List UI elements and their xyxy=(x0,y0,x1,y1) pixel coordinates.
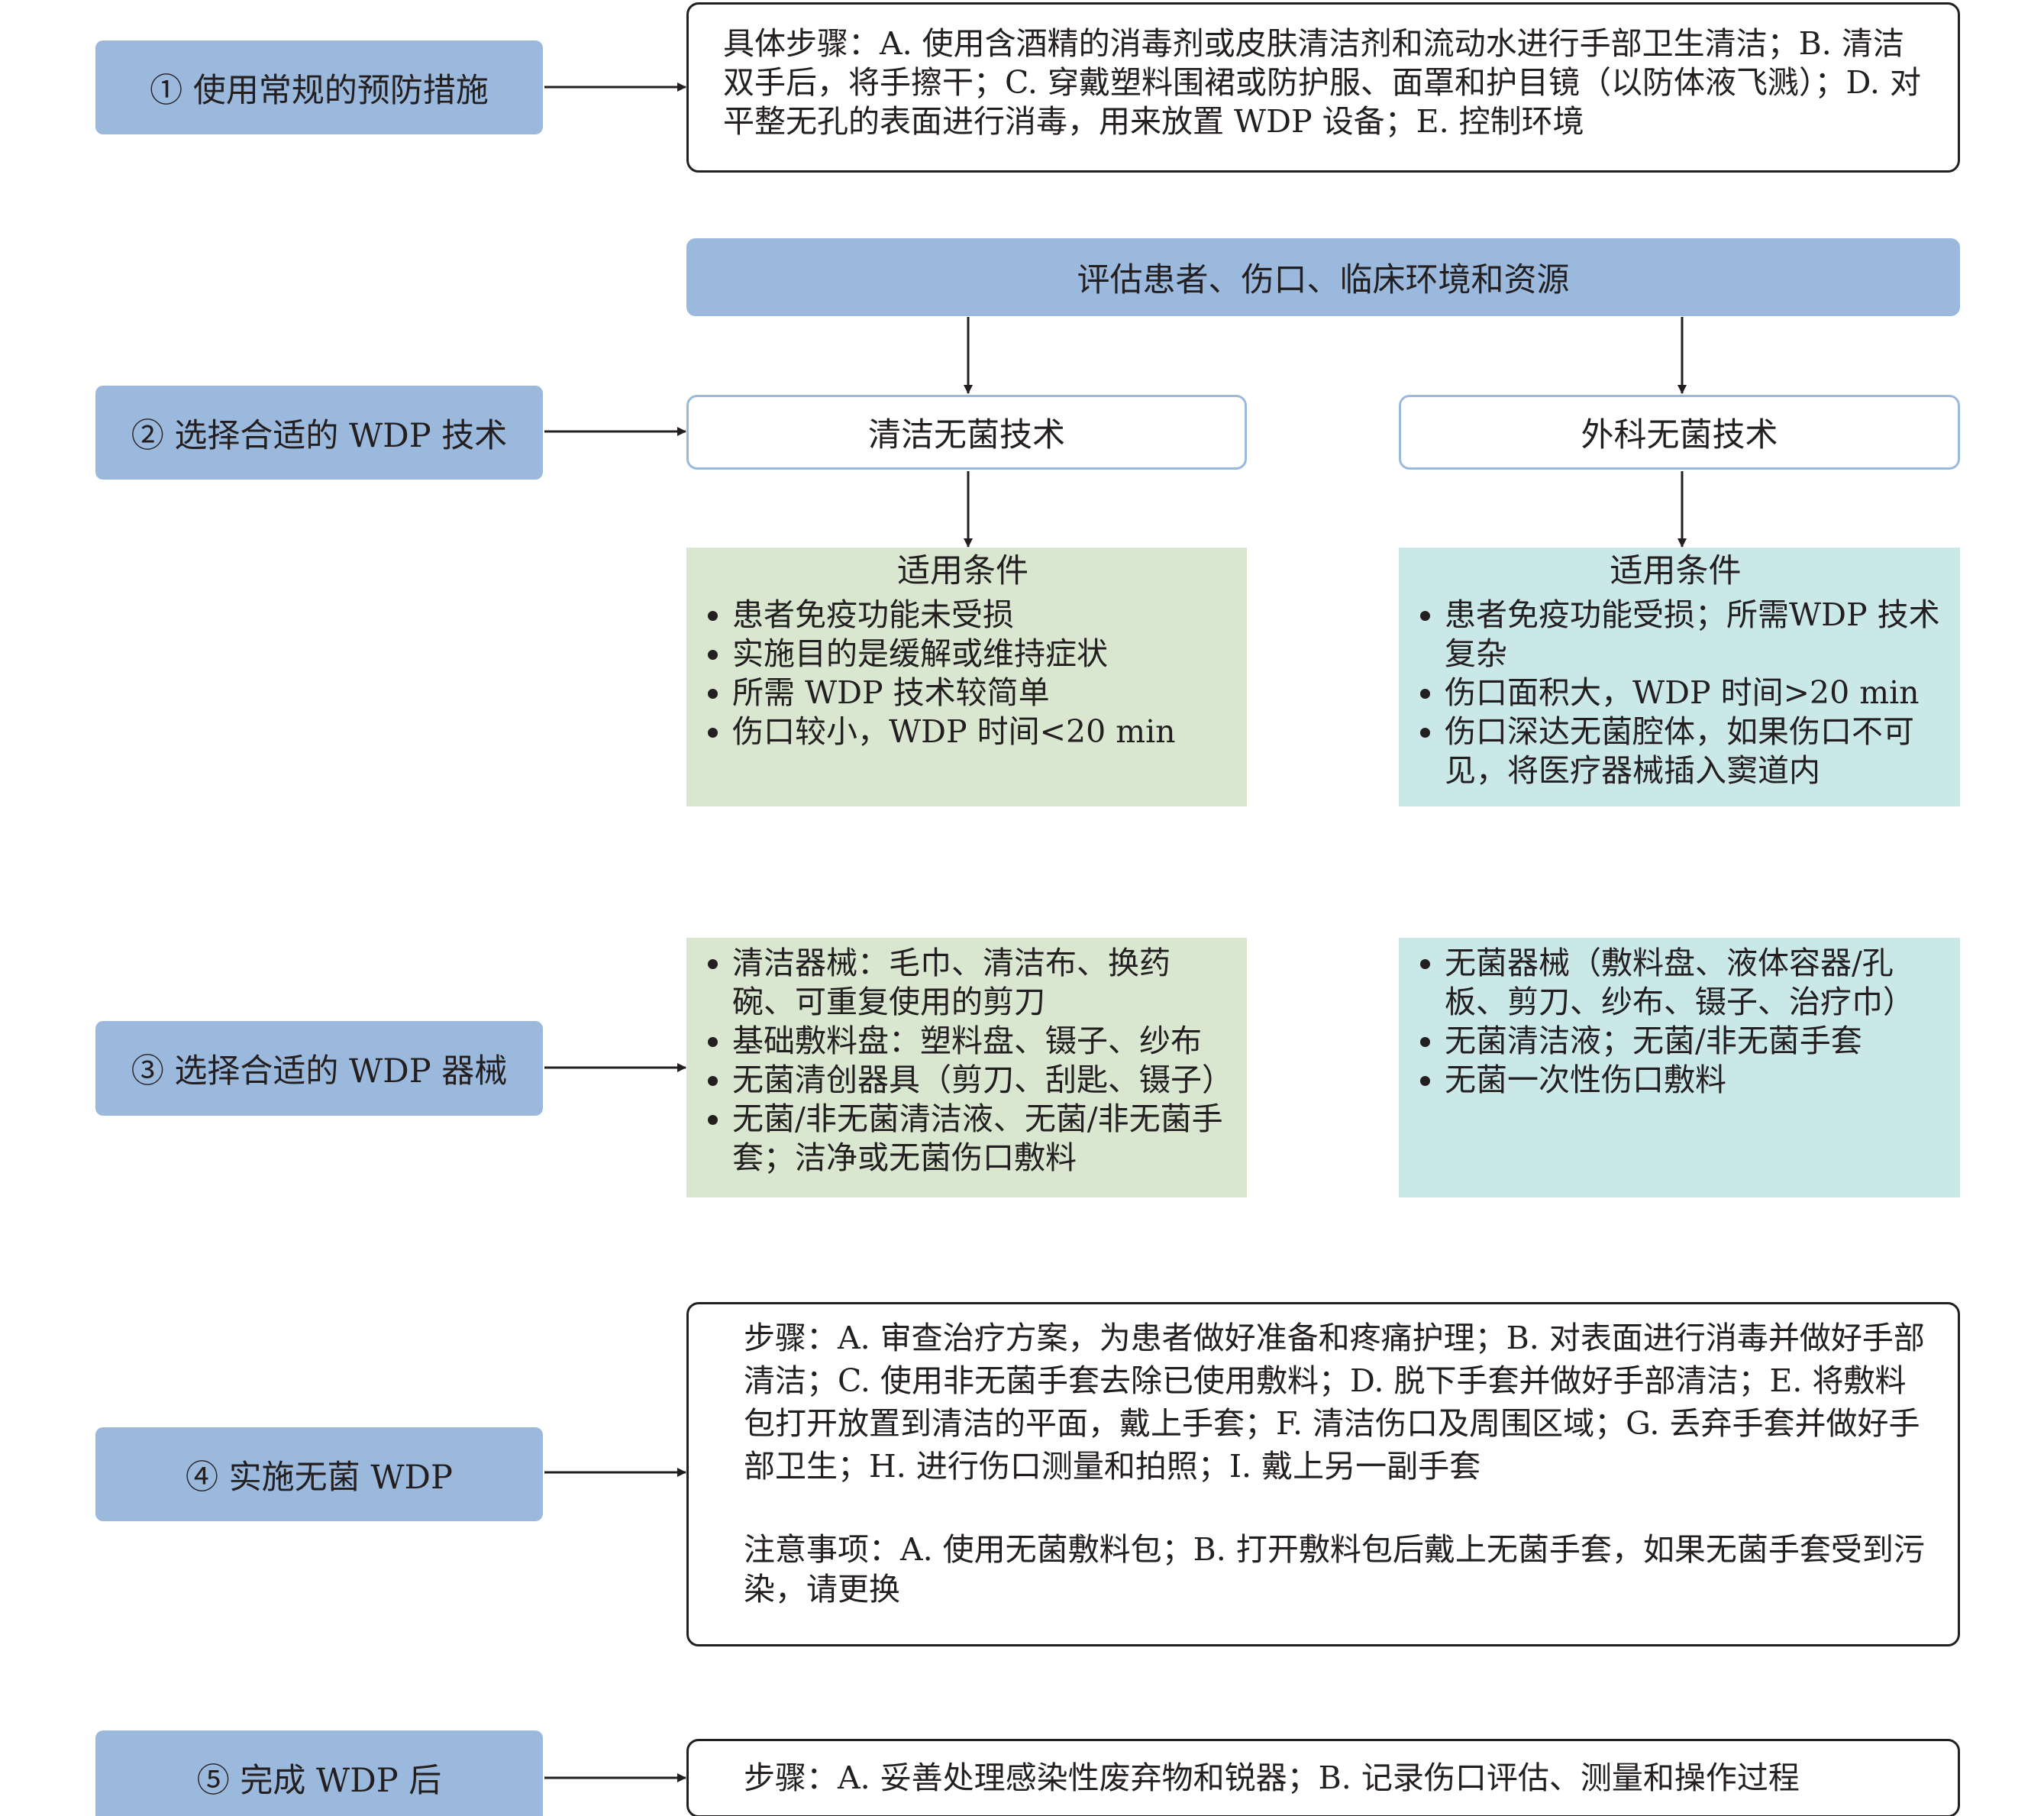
step-1-label: ① 使用常规的预防措施 xyxy=(95,40,543,134)
list-item: 无菌一次性伤口敷料 xyxy=(1445,1061,1907,1100)
list-item: 伤口深达无菌腔体，如果伤口不可见，将医疗器械插入窦道内 xyxy=(1445,713,1952,790)
step-5-detail-text: 步骤：A. 妥善处理感染性废弃物和锐器；B. 记录伤口评估、测量和操作过程 xyxy=(744,1759,1800,1796)
assessment-bar: 评估患者、伤口、临床环境和资源 xyxy=(686,238,1960,316)
clean-conditions-box: 适用条件 患者免疫功能未受损 实施目的是缓解或维持症状 所需 WDP 技术较简单… xyxy=(686,548,1247,806)
surgical-conditions-title: 适用条件 xyxy=(1610,552,1742,590)
list-item: 清洁器械：毛巾、清洁布、换药碗、可重复使用的剪刀 xyxy=(732,944,1230,1022)
clean-conditions-title: 适用条件 xyxy=(897,552,1028,590)
surgical-conditions-box: 适用条件 患者免疫功能受损；所需WDP 技术复杂 伤口面积大，WDP 时间>20… xyxy=(1399,548,1960,806)
clean-aseptic-technique-box: 清洁无菌技术 xyxy=(686,395,1247,470)
list-item: 患者免疫功能受损；所需WDP 技术复杂 xyxy=(1445,596,1952,674)
surgical-conditions-list: 患者免疫功能受损；所需WDP 技术复杂 伤口面积大，WDP 时间>20 min … xyxy=(1399,596,1952,790)
list-item: 实施目的是缓解或维持症状 xyxy=(732,635,1239,674)
surgical-equipment-box: 无菌器械（敷料盘、液体容器/孔板、剪刀、纱布、镊子、治疗巾） 无菌清洁液；无菌/… xyxy=(1399,938,1960,1197)
list-item: 无菌清洁液；无菌/非无菌手套 xyxy=(1445,1022,1907,1061)
step-4-notes-text: 注意事项：A. 使用无菌敷料包；B. 打开敷料包后戴上无菌手套，如果无菌手套受到… xyxy=(744,1531,1925,1608)
list-item: 无菌/非无菌清洁液、无菌/非无菌手套；洁净或无菌伤口敷料 xyxy=(732,1100,1230,1178)
surgical-aseptic-technique-box: 外科无菌技术 xyxy=(1399,395,1960,470)
list-item: 无菌器械（敷料盘、液体容器/孔板、剪刀、纱布、镊子、治疗巾） xyxy=(1445,944,1914,1022)
step-4-steps-text: 步骤：A. 审查治疗方案，为患者做好准备和疼痛护理；B. 对表面进行消毒并做好手… xyxy=(744,1320,1925,1485)
step-5-label: ⑤ 完成 WDP 后 xyxy=(95,1730,543,1816)
list-item: 伤口面积大，WDP 时间>20 min xyxy=(1445,674,1952,713)
list-item: 所需 WDP 技术较简单 xyxy=(732,674,1239,713)
step-3-label: ③ 选择合适的 WDP 器械 xyxy=(95,1021,543,1116)
clean-equipment-box: 清洁器械：毛巾、清洁布、换药碗、可重复使用的剪刀 基础敷料盘：塑料盘、镊子、纱布… xyxy=(686,938,1247,1197)
clean-equipment-list: 清洁器械：毛巾、清洁布、换药碗、可重复使用的剪刀 基础敷料盘：塑料盘、镊子、纱布… xyxy=(686,944,1233,1178)
step-2-label: ② 选择合适的 WDP 技术 xyxy=(95,386,543,480)
step-5-detail-box: 步骤：A. 妥善处理感染性废弃物和锐器；B. 记录伤口评估、测量和操作过程 xyxy=(686,1739,1960,1816)
list-item: 无菌清创器具（剪刀、刮匙、镊子） xyxy=(732,1061,1233,1100)
list-item: 伤口较小，WDP 时间<20 min xyxy=(732,713,1239,751)
step-4-label: ④ 实施无菌 WDP xyxy=(95,1427,543,1521)
step-4-detail-box: 步骤：A. 审查治疗方案，为患者做好准备和疼痛护理；B. 对表面进行消毒并做好手… xyxy=(686,1302,1960,1646)
surgical-equipment-list: 无菌器械（敷料盘、液体容器/孔板、剪刀、纱布、镊子、治疗巾） 无菌清洁液；无菌/… xyxy=(1399,944,1914,1100)
list-item: 基础敷料盘：塑料盘、镊子、纱布 xyxy=(732,1022,1230,1061)
step-1-detail-box: 具体步骤：A. 使用含酒精的消毒剂或皮肤清洁剂和流动水进行手部卫生清洁；B. 清… xyxy=(686,2,1960,173)
clean-conditions-list: 患者免疫功能未受损 实施目的是缓解或维持症状 所需 WDP 技术较简单 伤口较小… xyxy=(686,596,1239,751)
list-item: 患者免疫功能未受损 xyxy=(732,596,1239,635)
step-1-detail-text: 具体步骤：A. 使用含酒精的消毒剂或皮肤清洁剂和流动水进行手部卫生清洁；B. 清… xyxy=(723,25,1921,140)
